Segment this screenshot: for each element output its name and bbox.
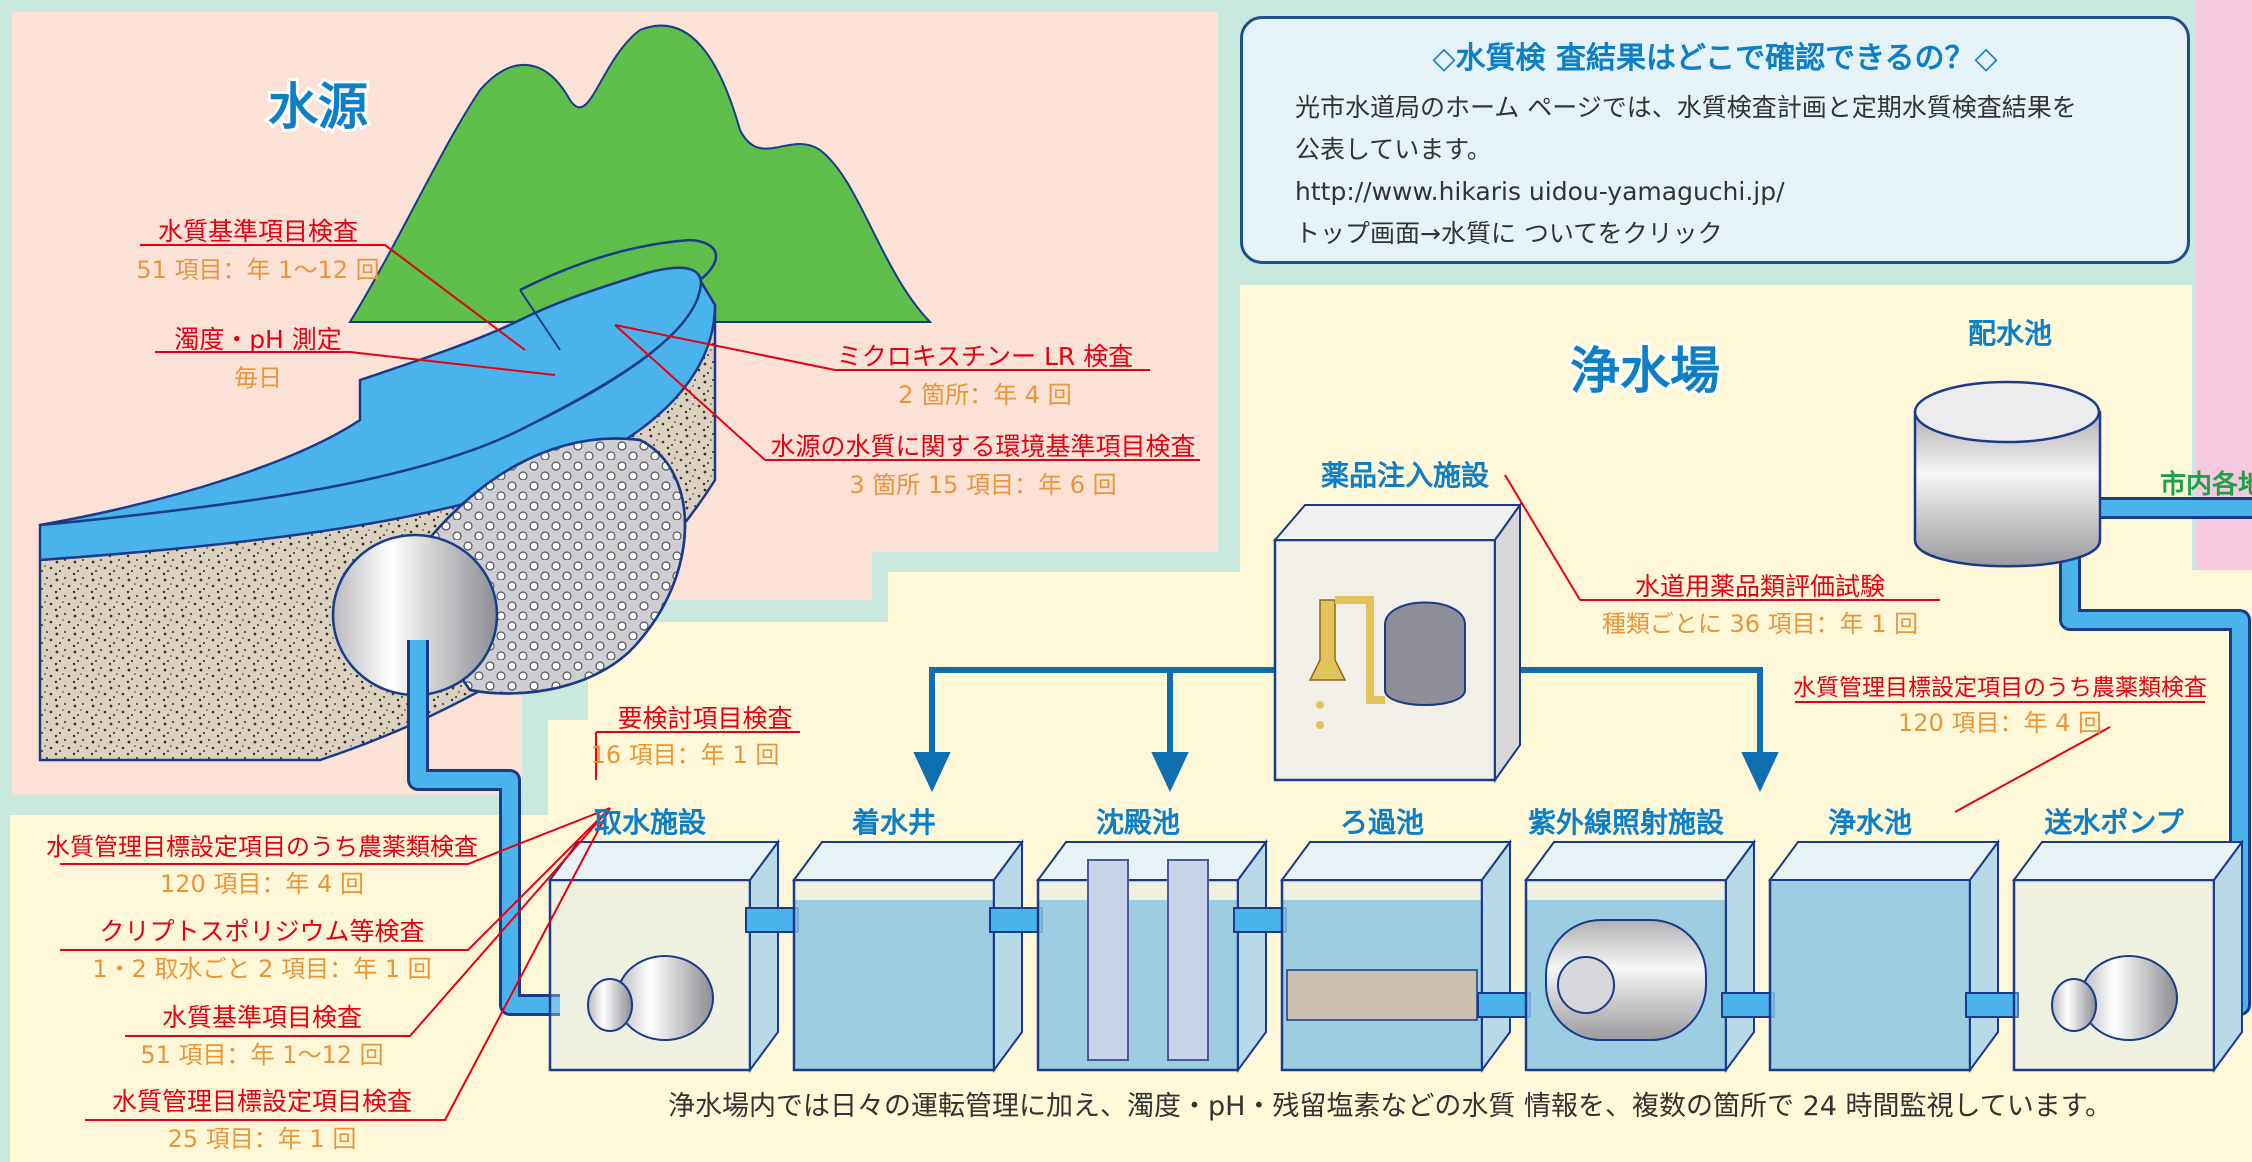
clear-well-box: [1768, 838, 2000, 1074]
intake-test-f-title: 水質管理目標設定項目のうち農薬類検査: [46, 833, 478, 861]
stage-label-5: 浄水池: [1828, 806, 1912, 839]
chemical-facility-name: 薬品注入施設: [1321, 459, 1490, 492]
source-test-a-title: 水質基準項目検査: [158, 217, 358, 246]
uv-box: [1524, 838, 1756, 1074]
source-test-c-detail: 2 箇所：年 4 回: [898, 381, 1071, 409]
source-test-c-title: ミクロキスチンー LR 検査: [837, 342, 1133, 371]
chemical-injection-box: [1272, 501, 1522, 784]
info-box: ◇水質検 査結果はどこで確認できるの？◇ 光市水道局のホーム ページでは、水質検…: [1240, 16, 2190, 264]
pure-test-title: 水質管理目標設定項目のうち農薬類検査: [1793, 675, 2207, 701]
chemical-feed-lines: [913, 667, 1779, 793]
info-line-4: トップ画面→水質に ついてをクリック: [1295, 219, 1723, 248]
source-test-b-title: 濁度・pH 測定: [174, 325, 342, 354]
stage-label-0: 取水施設: [594, 806, 707, 839]
connector-pipe: [989, 907, 1043, 933]
connector-pipe: [1965, 992, 2019, 1018]
info-line-2: 公表しています。: [1295, 135, 1492, 164]
mountains: [348, 24, 933, 323]
connector-pipe: [745, 907, 799, 933]
intake-test-g-detail: 1・2 取水ごと 2 項目：年 1 回: [92, 955, 431, 983]
chemical-test-detail: 種類ごとに 36 項目：年 1 回: [1602, 610, 1918, 638]
process-boxes: [548, 838, 2244, 1074]
stage-label-4: 紫外線照射施設: [1528, 806, 1725, 839]
stage-label-6: 送水ポンプ: [2044, 806, 2184, 839]
info-line-1: 光市水道局のホーム ページでは、水質検査計画と定期水質検査結果を: [1295, 93, 2077, 122]
to-city-label: 市内各地へ: [2160, 469, 2252, 500]
intake-test-g-title: クリプトスポリジウム等検査: [99, 917, 424, 946]
source-test-d-detail: 3 箇所 15 項目：年 6 回: [849, 471, 1116, 499]
source-test-d-title: 水源の水質に関する環境基準項目検査: [770, 432, 1195, 461]
intake-test-e-detail: 16 項目：年 1 回: [591, 741, 780, 769]
source-test-b-detail: 毎日: [234, 364, 282, 392]
sedimentation-box: [1036, 838, 1268, 1074]
receiving-well-box: [792, 838, 1024, 1074]
connector-pipe: [1233, 907, 1287, 933]
intake-test-i-detail: 25 項目：年 1 回: [168, 1125, 357, 1153]
pump-box: [2012, 838, 2244, 1074]
stage-label-3: ろ過池: [1340, 806, 1424, 839]
source-title: 水源: [268, 78, 368, 136]
info-url[interactable]: http://www.hikaris uidou-yamaguchi.jp/: [1295, 177, 1785, 206]
connector-pipe: [1477, 992, 1531, 1018]
distribution-reservoir-tank: [1913, 380, 2102, 568]
river-channel: [38, 238, 718, 762]
chemical-test-title: 水道用薬品類評価試験: [1635, 572, 1885, 601]
intake-test-h-detail: 51 項目：年 1～12 回: [140, 1041, 383, 1069]
intake-test-h-title: 水質基準項目検査: [162, 1003, 362, 1032]
leader-lines: [60, 244, 2205, 1121]
info-title: ◇水質検 査結果はどこで確認できるの？◇: [1432, 41, 1998, 76]
connector-pipe: [1721, 992, 1775, 1018]
intake-box: [548, 838, 780, 1074]
stage-label-1: 着水井: [851, 806, 936, 839]
stage-label-2: 沈殿池: [1096, 806, 1180, 839]
intake-test-i-title: 水質管理目標設定項目検査: [112, 1087, 412, 1116]
filtration-box: [1280, 838, 1512, 1074]
intake-test-f-detail: 120 項目：年 4 回: [160, 870, 364, 898]
footer-note: 浄水場内では日々の運転管理に加え、濁度・pH・残留塩素などの水質 情報を、複数の…: [668, 1091, 2112, 1122]
intake-test-e-title: 要検討項目検査: [617, 704, 792, 733]
reservoir-title: 配水池: [1968, 317, 2052, 350]
pure-test-detail: 120 項目：年 4 回: [1898, 709, 2102, 737]
source-test-a-detail: 51 項目：年 1～12 回: [136, 256, 379, 284]
plant-title: 浄水場: [1570, 342, 1720, 400]
